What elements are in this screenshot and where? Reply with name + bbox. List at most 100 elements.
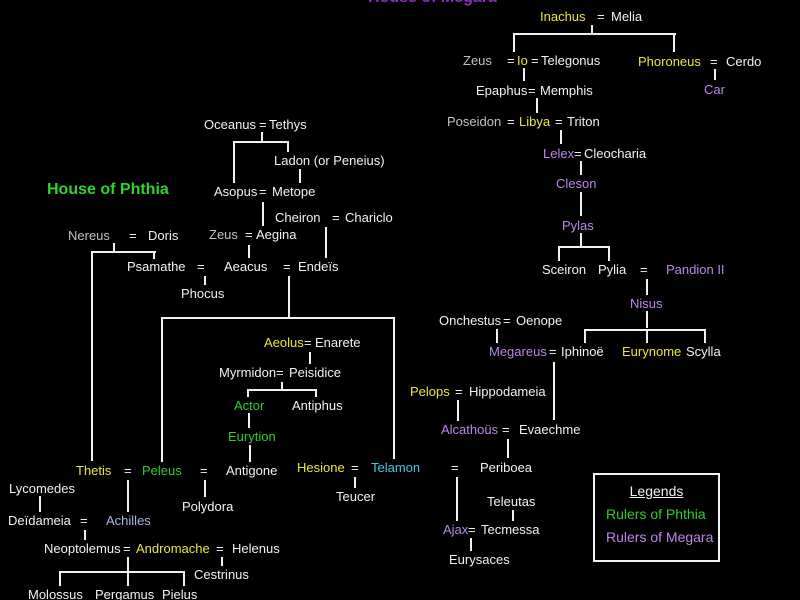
connector-line — [580, 192, 582, 216]
legend-box: Legends Rulers of Phthia Rulers of Megar… — [593, 473, 720, 562]
person-triton: Triton — [567, 114, 600, 129]
connector-line — [673, 35, 675, 52]
marriage-equals-sign: = — [80, 513, 88, 528]
person-peisidice: Peisidice — [289, 365, 342, 380]
marriage-equals-sign: = — [259, 184, 267, 199]
person-pelops: Pelops — [410, 384, 450, 399]
person-enarete: Enarete — [315, 335, 361, 350]
marriage-equals-sign: = — [124, 463, 132, 478]
legend-title: Legends — [629, 483, 684, 499]
connector-line — [558, 248, 560, 261]
connector-line — [59, 573, 61, 586]
connector-line — [127, 573, 129, 586]
marriage-equals-sign: = — [555, 114, 563, 129]
person-alcatho-s: Alcathoüs — [441, 422, 499, 437]
connector-line — [646, 279, 648, 295]
marriage-equals-sign: = — [216, 541, 224, 556]
connector-line — [457, 400, 459, 421]
title-house-of-phthia: House of Phthia — [47, 181, 169, 198]
marriage-equals-sign: = — [503, 313, 511, 328]
person-io: Io — [517, 53, 528, 68]
connector-line — [39, 496, 41, 512]
marriage-equals-sign: = — [304, 335, 312, 350]
person-inachus: Inachus — [540, 9, 586, 24]
connector-line — [584, 329, 706, 331]
marriage-equals-sign: = — [502, 422, 510, 437]
connector-line — [536, 98, 538, 113]
person-epaphus: Epaphus — [476, 83, 528, 98]
person-thetis: Thetis — [76, 463, 112, 478]
person-zeus: Zeus — [209, 227, 238, 242]
marriage-equals-sign: = — [283, 259, 291, 274]
connector-line — [281, 382, 283, 389]
person-periboea: Periboea — [480, 460, 533, 475]
marriage-equals-sign: = — [455, 384, 463, 399]
legend-item-rulers-of-megara: Rulers of Megara — [606, 529, 714, 545]
person-poseidon: Poseidon — [447, 114, 502, 129]
person-teucer: Teucer — [336, 489, 376, 504]
connector-line — [558, 246, 610, 248]
person-nereus: Nereus — [68, 228, 110, 243]
connector-line — [204, 276, 206, 285]
connector-line — [646, 311, 648, 328]
connector-line — [261, 132, 263, 141]
marriage-equals-sign: = — [129, 228, 137, 243]
person-actor: Actor — [234, 398, 265, 413]
person-oenope: Oenope — [516, 313, 563, 328]
connector-line — [287, 143, 289, 152]
person-pylia: Pylia — [598, 262, 627, 277]
person-nisus: Nisus — [630, 296, 663, 311]
connector-line — [204, 480, 206, 497]
person-cerdo: Cerdo — [726, 54, 762, 69]
marriage-equals-sign: = — [549, 344, 557, 359]
person-pergamus: Pergamus — [95, 587, 155, 600]
person-metope: Metope — [272, 184, 316, 199]
person-evaechme: Evaechme — [519, 422, 581, 437]
person-chariclo: Chariclo — [345, 210, 393, 225]
connector-line — [315, 391, 317, 397]
connector-line — [646, 331, 648, 343]
connector-line — [248, 245, 250, 258]
person-phoroneus: Phoroneus — [638, 54, 701, 69]
person-achilles: Achilles — [106, 513, 151, 528]
connector-line — [591, 25, 593, 34]
connector-line — [91, 253, 93, 461]
marriage-equals-sign: = — [710, 54, 718, 69]
person-hesione: Hesione — [297, 460, 345, 475]
person-eurytion: Eurytion — [228, 429, 276, 444]
person-asopus: Asopus — [214, 184, 258, 199]
marriage-equals-sign: = — [597, 9, 605, 24]
person-polydora: Polydora — [182, 499, 234, 514]
person-melia: Melia — [611, 9, 643, 24]
person-andromache: Andromache — [136, 541, 210, 556]
connector-line — [299, 169, 301, 183]
connector-line — [470, 538, 472, 551]
connector-line — [161, 317, 395, 319]
connector-line — [248, 413, 250, 428]
connector-line — [309, 352, 311, 364]
connector-line — [161, 319, 163, 462]
connector-line — [580, 161, 582, 175]
person-helenus: Helenus — [232, 541, 280, 556]
connector-line — [496, 329, 498, 343]
connector-line — [608, 248, 610, 261]
connector-line — [553, 362, 555, 420]
connector-line — [183, 573, 185, 586]
person-sceiron: Sceiron — [542, 262, 587, 277]
connector-line — [247, 391, 249, 397]
marriage-equals-sign: = — [332, 210, 340, 225]
person-cheiron: Cheiron — [275, 210, 321, 225]
connector-line — [249, 445, 251, 462]
connector-line — [221, 557, 223, 566]
person-eurynome: Eurynome — [622, 344, 682, 359]
marriage-equals-sign: = — [574, 146, 582, 161]
connector-line — [84, 530, 86, 540]
person-memphis: Memphis — [540, 83, 593, 98]
marriage-equals-sign: = — [468, 522, 476, 537]
person-teleutas: Teleutas — [487, 494, 536, 509]
connector-line — [325, 227, 327, 258]
connector-line — [59, 571, 185, 573]
connector-line — [354, 477, 356, 488]
person-zeus: Zeus — [463, 53, 492, 68]
